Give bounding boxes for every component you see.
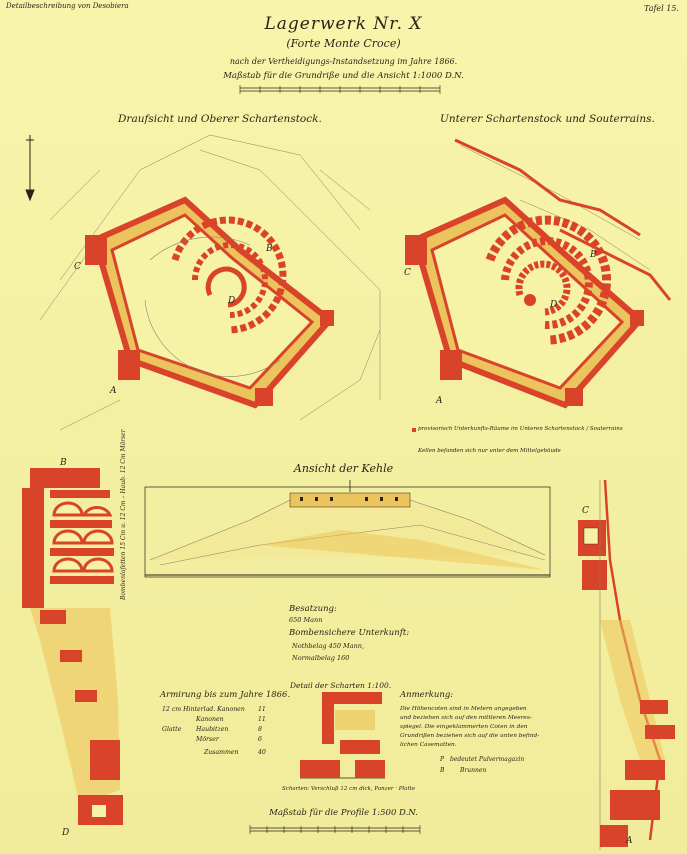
armament-row-label: Mörser: [196, 736, 219, 743]
armament-row-value: 8: [258, 726, 262, 733]
label-a-right: A: [436, 396, 443, 406]
left-section-profile: [22, 468, 123, 825]
label-b-left: B: [266, 244, 273, 254]
legend-text: Brunnen: [460, 767, 487, 774]
garrison-title: Besatzung:: [289, 604, 337, 614]
armament-row-value: 11: [258, 706, 266, 713]
legend-text: bedeutet Pulvermagazin: [450, 756, 525, 763]
legend-note-casemates: provisorisch Unterkunfts-Räume im Untere…: [418, 426, 623, 432]
north-arrow-icon: [25, 135, 35, 202]
legend-note-cellars: Kellen befanden sich nur unter dem Mitte…: [418, 448, 561, 454]
label-c-left: C: [74, 262, 81, 272]
label-d-left: D: [228, 296, 236, 306]
remarks-line: lichen Casematten.: [400, 742, 457, 748]
scale-line-top: Maßstab für die Grundriße und die Ansich…: [223, 71, 464, 81]
armament-row-value: 11: [258, 716, 266, 723]
embrasure-detail-title: Detail der Scharten 1:100.: [290, 681, 392, 690]
left-plan-drawing: [39, 134, 381, 431]
remarks-line: spiegel. Die eingeklammerten Coten in de…: [400, 724, 528, 730]
label-c-section: C: [582, 506, 589, 516]
label-b-right: B: [590, 250, 597, 260]
right-section-profile: [578, 479, 675, 850]
embrasure-detail: [300, 692, 385, 779]
bottom-scale-bar: [249, 825, 421, 834]
remarks-line: und beziehen sich auf den mittleren Meer…: [400, 715, 532, 721]
bombproof-title: Bombensichere Unterkunft:: [289, 628, 410, 638]
bombproof-emergency: Nothbelag 450 Mann,: [292, 642, 365, 650]
bombproof-normal: Normalbelag 160: [292, 654, 350, 662]
armament-total-value: 40: [258, 749, 266, 756]
elevation-title: Ansicht der Kehle: [293, 462, 394, 475]
scale-line-bottom: Maßstab für die Profile 1:500 D.N.: [269, 808, 418, 818]
right-plan-title: Unterer Schartenstock und Souterrains.: [440, 113, 655, 125]
garrison-value: 650 Mann: [289, 616, 323, 624]
armament-title: Armirung bis zum Jahre 1866.: [160, 690, 291, 700]
plate-number: Tafel 15.: [643, 4, 679, 13]
legend-symbol: B: [440, 767, 445, 774]
rear-elevation: [144, 480, 551, 578]
remarks-title: Anmerkung:: [400, 690, 454, 700]
armament-row-label: Haubitzen: [196, 726, 229, 733]
embrasure-detail-caption: Scharten: Verschluß 12 cm dick, Panzer ·…: [282, 786, 416, 792]
page-subtitle: (Forte Monte Croce): [286, 37, 401, 50]
armament-group-label: Glatte: [162, 726, 182, 733]
armament-row-label: Kanonen: [196, 716, 224, 723]
remarks-line: Die Höhencoten sind in Metern angegeben: [400, 706, 527, 712]
armament-total-label: Zusammen: [204, 749, 239, 756]
label-a-section: A: [626, 836, 633, 846]
label-d-right: D: [550, 300, 558, 310]
left-plan-title: Draufsicht und Oberer Schartenstock.: [118, 113, 322, 125]
right-plan-drawing: [405, 138, 672, 432]
page-title: Lagerwerk Nr. X: [264, 14, 423, 34]
top-scale-bar: [239, 85, 441, 94]
remarks-line: Grundrißen beziehen sich auf die unten b…: [400, 733, 540, 739]
armament-row-label: 12 cm Hinterlad. Kanonen: [162, 706, 245, 713]
label-b-section: B: [60, 458, 67, 468]
section-side-note: Bombenlafetten 15 Cm u. 12 Cm – Haub. 12…: [120, 429, 127, 600]
label-a-left: A: [110, 386, 117, 396]
header-left: Detailbeschreibung von Desobiera: [6, 2, 129, 10]
armament-row-value: 6: [258, 736, 262, 743]
label-d-section: D: [62, 828, 70, 838]
subtitle-date-line: nach der Vertheidigungs-Instandsetzung i…: [229, 57, 458, 66]
legend-symbol: P: [440, 756, 445, 763]
label-c-right: C: [404, 268, 411, 278]
